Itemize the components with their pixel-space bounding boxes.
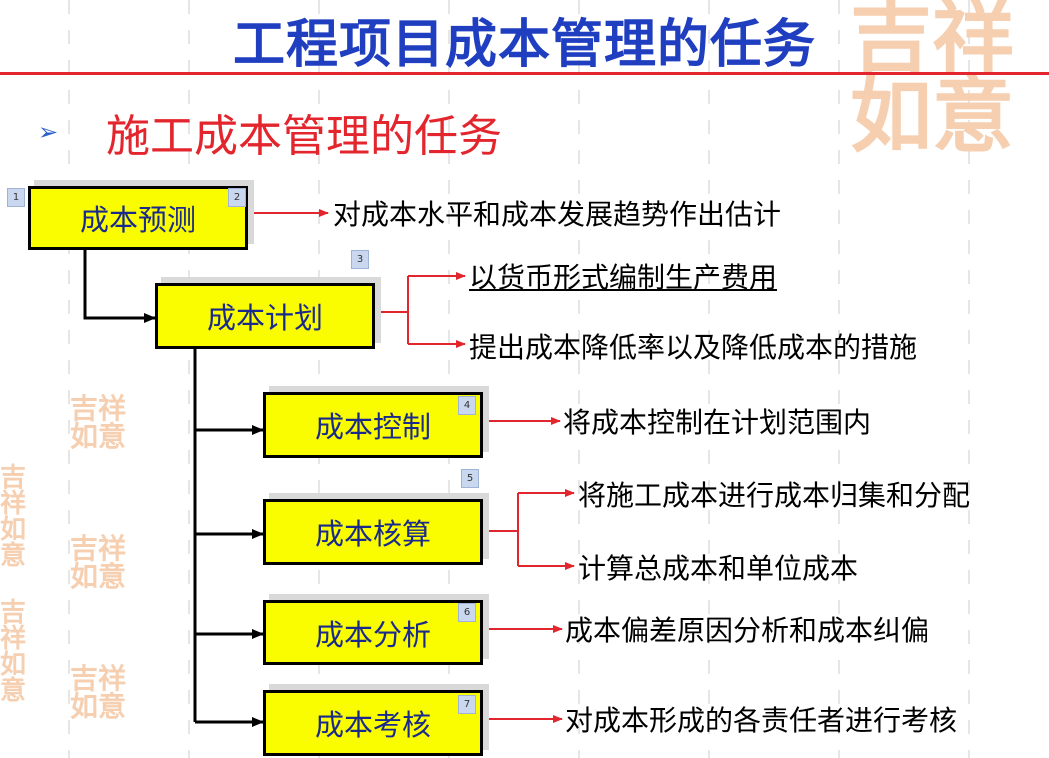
box-label: 成本计划 — [206, 301, 323, 335]
seal-text: 吉祥如意 — [70, 662, 127, 723]
seal-text: 吉祥如意 — [70, 392, 127, 453]
seal-decoration: 吉祥如意 — [70, 535, 134, 591]
order-tag: 1 — [7, 188, 25, 207]
seal-text: 吉祥如意 — [70, 532, 127, 593]
seal-decoration: 吉祥如意 — [0, 600, 50, 704]
section-heading: 施工成本管理的任务 — [106, 111, 502, 162]
seal-decoration-large: 吉祥如意 — [850, 0, 1049, 157]
seal-text: 吉祥如意 — [850, 0, 1015, 164]
description-text: 成本偏差原因分析和成本纠偏 — [565, 614, 930, 647]
bullet-arrow-icon: ➢ — [38, 118, 59, 146]
seal-decoration: 吉祥如意 — [70, 395, 134, 451]
description-text: 对成本水平和成本发展趋势作出估计 — [333, 198, 782, 231]
guide-line — [578, 0, 580, 758]
box-label: 成本分析 — [314, 617, 431, 652]
seal-decoration: 吉祥如意 — [0, 465, 50, 569]
seal-decoration: 吉祥如意 — [70, 665, 134, 721]
description-text: 计算总成本和单位成本 — [578, 552, 859, 585]
description-text: 以货币形式编制生产费用 — [469, 261, 778, 294]
guide-line — [708, 0, 710, 758]
order-tag: 4 — [458, 396, 476, 415]
guide-line — [968, 0, 970, 758]
guide-line — [188, 0, 190, 758]
description-text: 将成本控制在计划范围内 — [563, 406, 872, 439]
box-cost-accounting: 成本核算 — [263, 499, 483, 565]
description-bracket — [375, 276, 409, 344]
order-tag: 2 — [228, 188, 246, 207]
description-text: 提出成本降低率以及降低成本的措施 — [469, 331, 918, 364]
description-bracket — [483, 493, 519, 566]
seal-text: 吉祥如意 — [0, 463, 27, 571]
box-cost-control: 成本控制 — [263, 392, 483, 458]
order-tag: 7 — [458, 695, 476, 714]
box-label: 成本预测 — [79, 203, 196, 237]
guide-line — [68, 0, 70, 758]
description-text: 对成本形成的各责任者进行考核 — [565, 704, 958, 737]
seal-text: 吉祥如意 — [0, 598, 27, 706]
box-cost-plan: 成本计划 — [155, 283, 375, 349]
flow-connector — [83, 249, 156, 323]
guide-line — [448, 0, 450, 758]
box-label: 成本控制 — [314, 410, 431, 444]
title-divider — [0, 72, 1049, 75]
box-cost-assessment: 成本考核 — [263, 690, 483, 756]
box-label: 成本考核 — [314, 708, 431, 742]
box-label: 成本核算 — [314, 517, 431, 551]
box-cost-forecast: 成本预测 — [28, 186, 248, 250]
order-tag: 5 — [461, 469, 479, 488]
description-text: 将施工成本进行成本归集和分配 — [578, 479, 971, 512]
guide-line — [318, 0, 320, 758]
order-tag: 3 — [351, 250, 369, 269]
guide-line — [838, 0, 840, 758]
page-title: 工程项目成本管理的任务 — [232, 15, 816, 75]
order-tag: 6 — [458, 603, 476, 622]
box-cost-analysis: 成本分析 — [263, 600, 483, 665]
